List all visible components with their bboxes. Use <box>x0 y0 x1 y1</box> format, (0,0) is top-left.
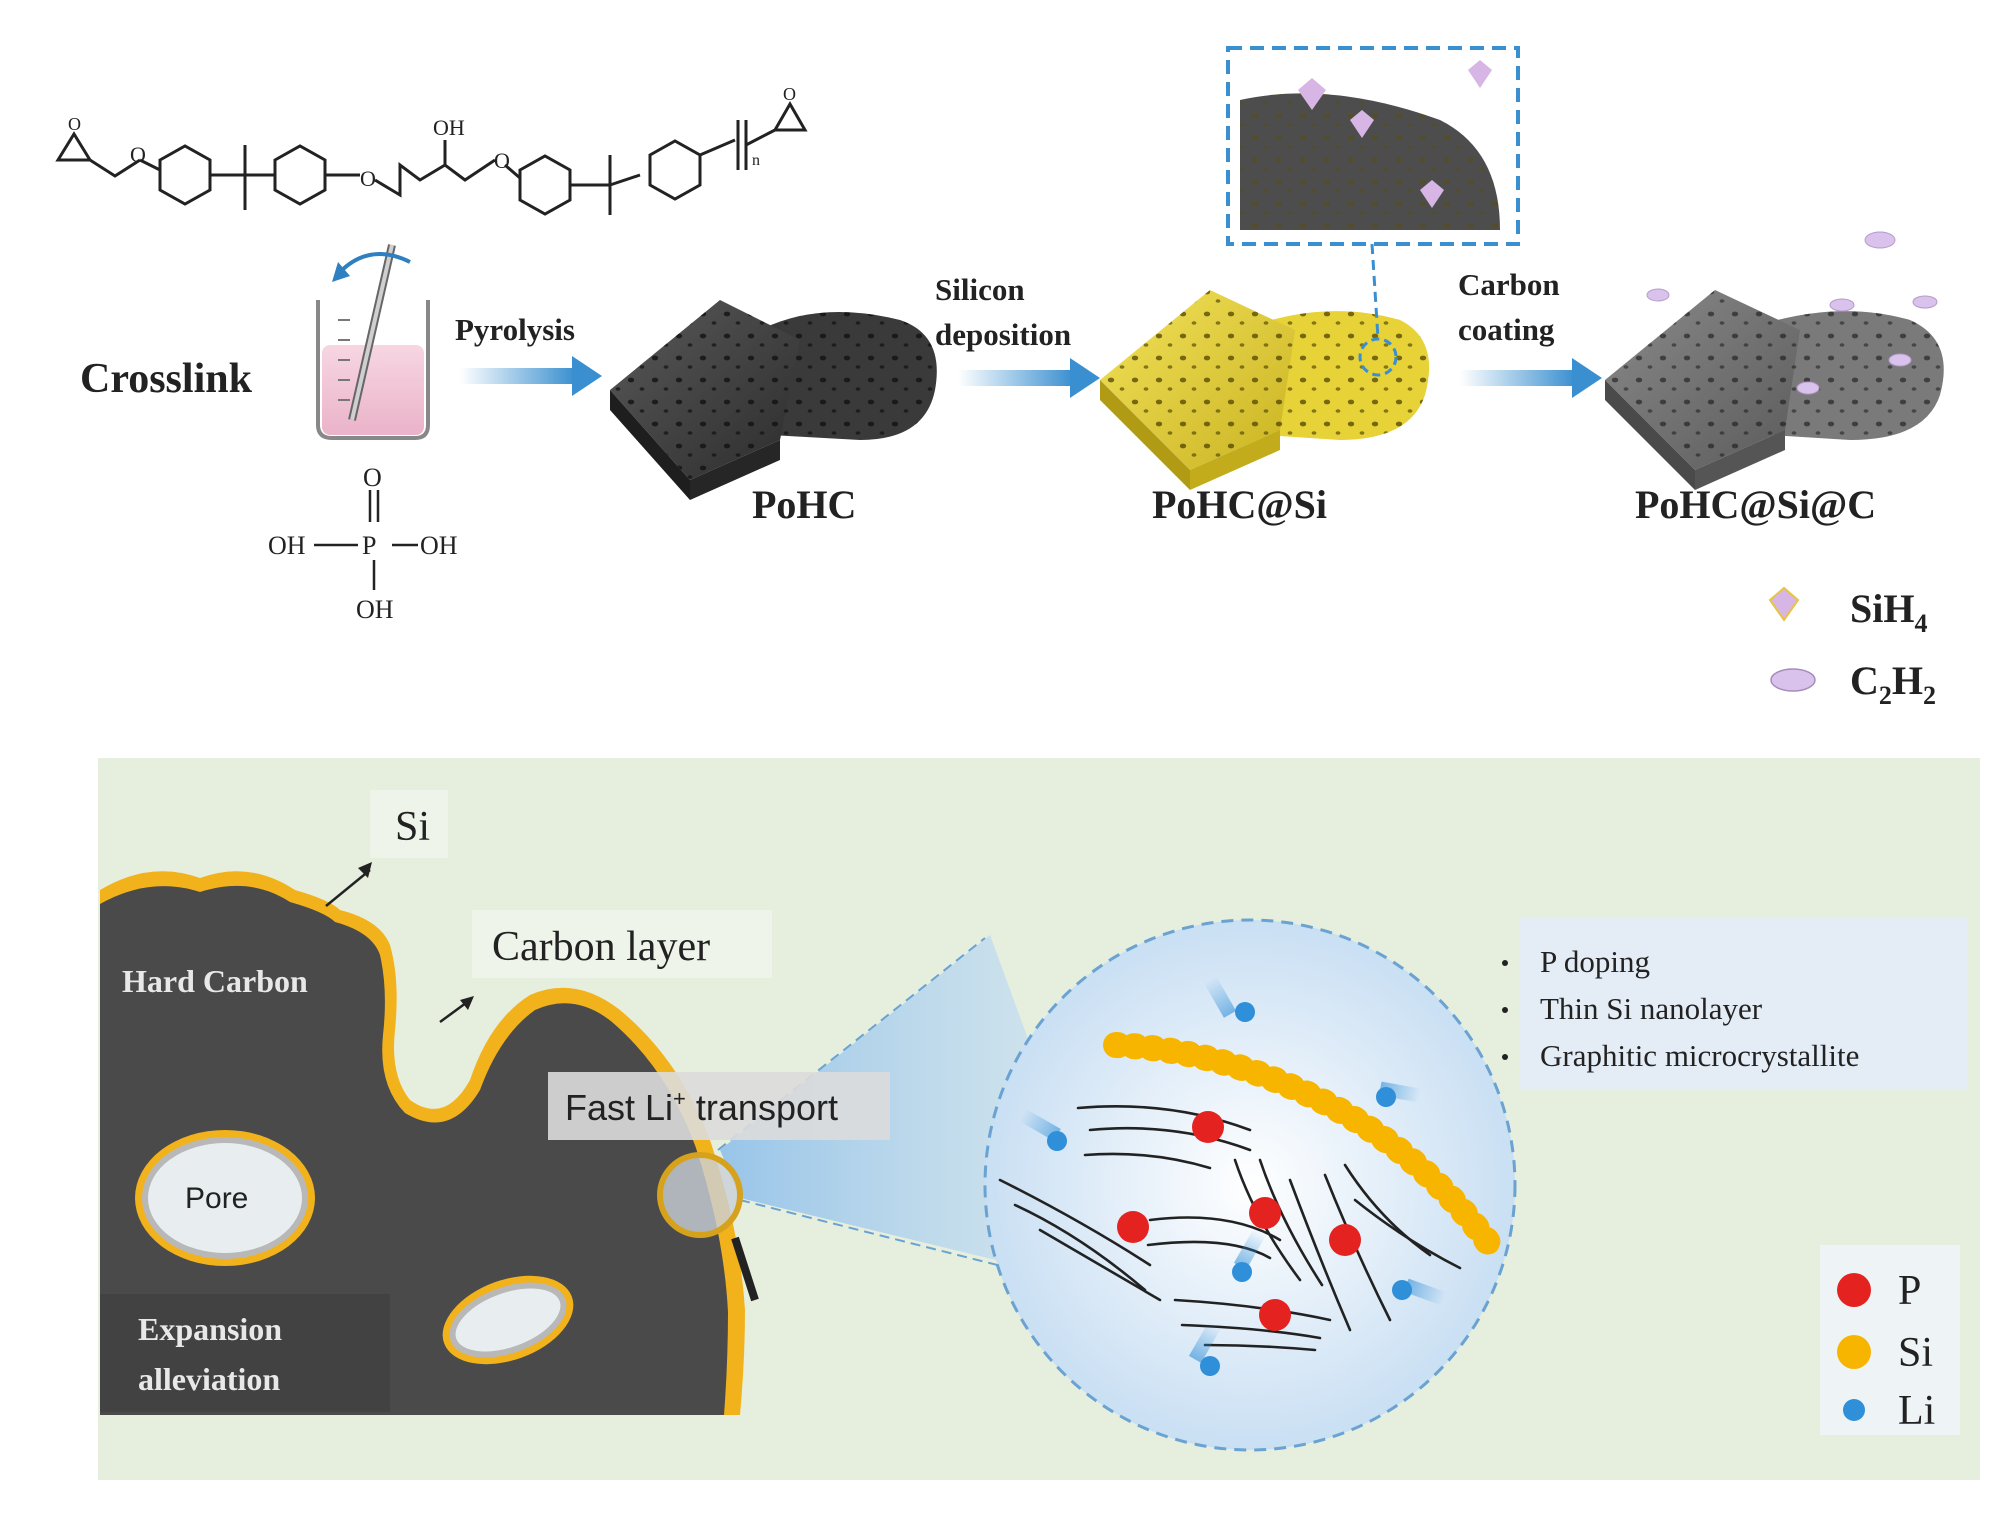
si-label-box <box>370 790 448 858</box>
phosphoric-acid-structure: O P OH OH OH <box>268 463 458 624</box>
pohc-sponge <box>610 300 937 500</box>
si-legend-label: Si <box>1898 1330 1933 1376</box>
epoxy-resin-structure <box>55 100 808 216</box>
feature-item-p-doping: P doping <box>1540 944 1650 979</box>
expansion-label: Expansion <box>138 1311 282 1347</box>
fast-li-transport-label: Fast Li+ transport <box>565 1086 838 1128</box>
pohc-si-sponge <box>1100 290 1430 490</box>
si-legend-marker <box>1837 1335 1871 1369</box>
svg-text:O: O <box>130 142 146 167</box>
li-ions <box>1019 976 1447 1376</box>
pohc-si-label: PoHC@Si <box>1152 482 1327 527</box>
carbon-coating-arrow <box>1460 358 1602 398</box>
p-legend-marker <box>1837 1273 1871 1307</box>
carbon-layer-label-box <box>472 910 772 978</box>
silicon-label: Silicon <box>935 272 1025 307</box>
gas-legend: SiH4 C2H2 <box>1768 586 1936 710</box>
pyrolysis-arrow <box>460 356 602 396</box>
pohc-label: PoHC <box>752 482 856 527</box>
magnifier-icon <box>657 1152 759 1302</box>
sih4-zoom-inset <box>1226 46 1520 339</box>
carbon-layer-label: Carbon layer <box>492 924 710 970</box>
feature-list: P doping Thin Si nanolayer Graphitic mic… <box>1502 944 1859 1073</box>
atom-legend-box <box>1820 1245 1960 1435</box>
deposition-label: deposition <box>935 317 1071 352</box>
sih4-label: SiH4 <box>1850 586 1927 638</box>
crosslink-beaker <box>316 244 430 440</box>
pohc-si-c-sponge <box>1605 231 1944 490</box>
c2h2-label: C2H2 <box>1850 658 1936 710</box>
graphitic-microcrystallites <box>998 1105 1462 1352</box>
si-nanolayer <box>1103 1032 1503 1258</box>
fast-li-transport-box <box>548 1072 890 1140</box>
p-dopant-atoms <box>1117 1111 1361 1331</box>
silicon-deposition-arrow <box>958 358 1100 398</box>
pyrolysis-label: Pyrolysis <box>455 312 575 347</box>
hard-carbon-label: Hard Carbon <box>122 963 308 999</box>
epoxy-oh-label: OH <box>433 115 465 140</box>
phosphoric-oh-left-label: OH <box>268 531 306 560</box>
crosslink-label: Crosslink <box>80 356 253 402</box>
phosphoric-oh-bottom-label: OH <box>356 595 394 624</box>
epoxy-atom-labels: O O O OH O n O <box>68 84 796 191</box>
c2h2-molecule-icon <box>1770 668 1816 692</box>
svg-text:O: O <box>360 166 376 191</box>
atom-legend: P Si Li <box>1837 1268 1935 1434</box>
phosphoric-p-label: P <box>362 531 376 560</box>
phosphoric-oh-right-label: OH <box>420 531 458 560</box>
li-legend-label: Li <box>1898 1388 1935 1434</box>
feature-item-graphitic: Graphitic microcrystallite <box>1540 1038 1859 1073</box>
pohc-si-c-label: PoHC@Si@C <box>1635 482 1876 527</box>
pore-label: Pore <box>185 1182 248 1215</box>
li-legend-marker <box>1843 1399 1865 1421</box>
alleviation-label: alleviation <box>138 1361 280 1397</box>
epoxy-n-label: n <box>752 152 760 169</box>
p-legend-label: P <box>1898 1268 1921 1314</box>
carbon-label: Carbon <box>1458 267 1560 302</box>
feature-list-box <box>1520 918 1968 1090</box>
sih4-molecule-icon <box>1768 586 1800 622</box>
coating-label: coating <box>1458 312 1555 347</box>
si-callout-label: Si <box>395 804 430 850</box>
phosphoric-o-label: O <box>363 463 382 492</box>
svg-text:O: O <box>783 84 796 104</box>
svg-text:O: O <box>68 114 81 134</box>
feature-item-si-nanolayer: Thin Si nanolayer <box>1540 991 1763 1026</box>
si-callout-arrow <box>325 869 371 907</box>
hard-carbon-particle <box>100 871 745 1415</box>
svg-text:O: O <box>494 148 510 173</box>
